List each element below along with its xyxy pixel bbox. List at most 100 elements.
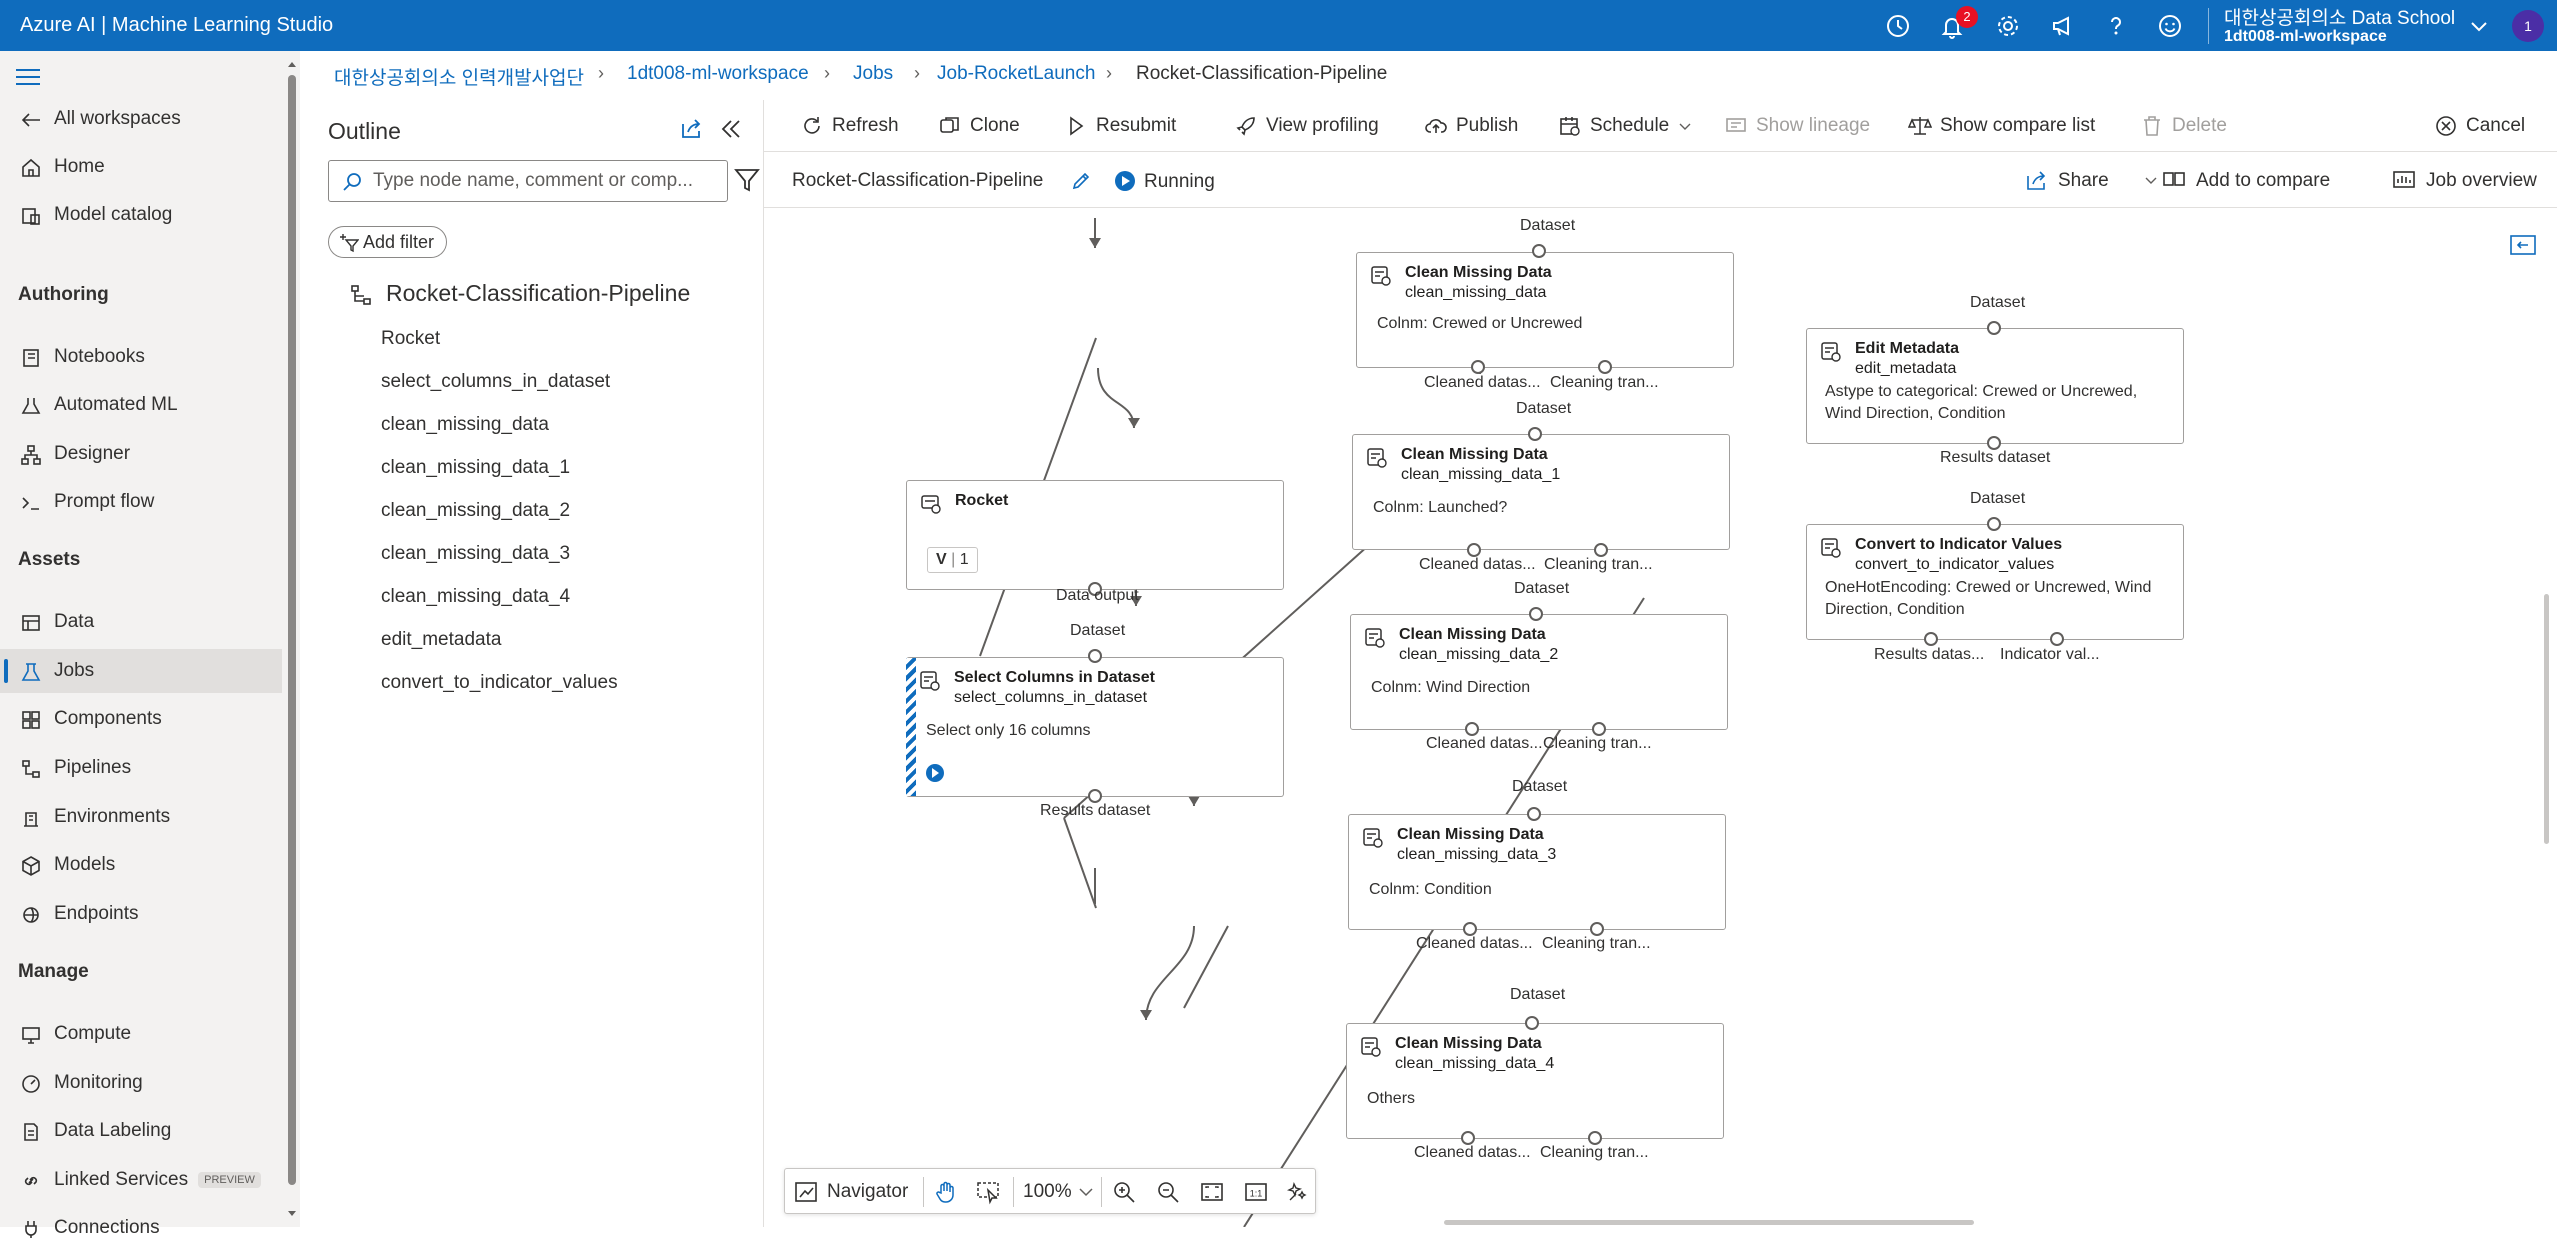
output-port[interactable] xyxy=(1471,360,1485,374)
add-filter-button[interactable]: Add filter xyxy=(328,226,448,258)
nav-data[interactable]: Data xyxy=(0,600,282,644)
nav-models[interactable]: Models xyxy=(0,843,282,887)
actual-size-icon[interactable]: 1:1 xyxy=(1243,1179,1269,1205)
filter-icon[interactable] xyxy=(734,166,760,194)
gear-icon[interactable] xyxy=(1992,10,2024,42)
node-select-columns[interactable]: Select Columns in Dataset select_columns… xyxy=(906,657,1284,797)
nav-connections[interactable]: Connections xyxy=(0,1206,282,1250)
history-icon[interactable] xyxy=(1882,10,1914,42)
input-port[interactable] xyxy=(1987,517,2001,531)
nav-all-workspaces[interactable]: All workspaces xyxy=(0,97,282,141)
outline-node[interactable]: clean_missing_data_1 xyxy=(381,457,571,478)
outline-node[interactable]: clean_missing_data xyxy=(381,414,549,435)
canvas-horizontal-scrollbar[interactable] xyxy=(1444,1220,1974,1225)
nav-jobs[interactable]: Jobs xyxy=(0,649,282,693)
outline-node[interactable]: select_columns_in_dataset xyxy=(381,371,611,392)
node-clean-missing-data-1[interactable]: Clean Missing Data clean_missing_data_1 … xyxy=(1352,434,1730,550)
app-title[interactable]: Azure AI | Machine Learning Studio xyxy=(20,14,334,36)
nav-model-catalog[interactable]: Model catalog xyxy=(0,193,282,237)
breadcrumb-org[interactable]: 대한상공회의소 인력개발사업단 xyxy=(334,68,584,89)
output-port[interactable] xyxy=(1465,722,1479,736)
smiley-icon[interactable] xyxy=(2154,10,2186,42)
input-port[interactable] xyxy=(1527,807,1541,821)
output-port[interactable] xyxy=(1987,436,2001,450)
output-port[interactable] xyxy=(1598,360,1612,374)
input-port[interactable] xyxy=(1088,649,1102,663)
input-port[interactable] xyxy=(1528,427,1542,441)
node-clean-missing-data[interactable]: Clean Missing Data clean_missing_data Co… xyxy=(1356,252,1734,368)
outline-node[interactable]: clean_missing_data_2 xyxy=(381,500,571,521)
output-port[interactable] xyxy=(1461,1131,1475,1145)
nav-pipelines[interactable]: Pipelines xyxy=(0,746,282,790)
input-port[interactable] xyxy=(1525,1016,1539,1030)
nav-scrollbar[interactable] xyxy=(286,59,298,1219)
zoom-in-icon[interactable] xyxy=(1111,1179,1137,1205)
bell-icon[interactable] xyxy=(1936,10,1968,42)
help-icon[interactable] xyxy=(2100,10,2132,42)
breadcrumb-experiment[interactable]: Job-RocketLaunch xyxy=(937,63,1096,84)
fit-to-screen-icon[interactable] xyxy=(1199,1179,1225,1205)
outline-node[interactable]: convert_to_indicator_values xyxy=(381,672,618,693)
nav-compute[interactable]: Compute xyxy=(0,1012,282,1056)
outline-search-input[interactable] xyxy=(373,167,715,195)
output-port[interactable] xyxy=(1588,1131,1602,1145)
breadcrumb-workspace[interactable]: 1dt008-ml-workspace xyxy=(627,63,809,84)
node-clean-missing-data-4[interactable]: Clean Missing Data clean_missing_data_4 … xyxy=(1346,1023,1724,1139)
breadcrumb-jobs[interactable]: Jobs xyxy=(853,63,894,84)
avatar[interactable]: 1 xyxy=(2512,10,2544,42)
account-workspace[interactable]: 1dt008-ml-workspace xyxy=(2224,28,2387,45)
share-icon[interactable] xyxy=(678,116,704,142)
output-port[interactable] xyxy=(1088,582,1102,596)
outline-node[interactable]: Rocket xyxy=(381,328,441,349)
hamburger-icon[interactable] xyxy=(16,68,40,86)
output-port[interactable] xyxy=(1594,543,1608,557)
port-label-output: Cleaned datas... xyxy=(1424,374,1541,391)
output-port[interactable] xyxy=(1592,722,1606,736)
chevron-down-icon[interactable] xyxy=(2466,13,2492,39)
auto-layout-icon[interactable] xyxy=(1285,1179,1311,1205)
outline-node[interactable]: edit_metadata xyxy=(381,629,502,650)
select-pointer-icon[interactable] xyxy=(975,1179,1001,1205)
output-port[interactable] xyxy=(1463,922,1477,936)
node-clean-missing-data-2[interactable]: Clean Missing Data clean_missing_data_2 … xyxy=(1350,614,1728,730)
input-port[interactable] xyxy=(1529,607,1543,621)
nav-notebooks[interactable]: Notebooks xyxy=(0,335,282,379)
zoom-out-icon[interactable] xyxy=(1155,1179,1181,1205)
double-chevron-left-icon[interactable] xyxy=(718,116,744,142)
outline-node[interactable]: clean_missing_data_4 xyxy=(381,586,571,607)
node-rocket-dataset[interactable]: Rocket V | 1 xyxy=(906,480,1284,590)
nav-data-labeling[interactable]: Data Labeling xyxy=(0,1109,282,1153)
node-convert-to-indicator-values[interactable]: Convert to Indicator Values convert_to_i… xyxy=(1806,524,2184,640)
output-port[interactable] xyxy=(2050,632,2064,646)
navigator-label[interactable]: Navigator xyxy=(827,1181,909,1202)
canvas-vertical-scrollbar[interactable] xyxy=(2544,594,2549,844)
nav-automated-ml[interactable]: Automated ML xyxy=(0,383,282,427)
nav-designer[interactable]: Designer xyxy=(0,432,282,476)
nav-prompt-flow[interactable]: Prompt flow xyxy=(0,480,282,524)
nav-environments[interactable]: Environments xyxy=(0,795,282,839)
node-clean-missing-data-3[interactable]: Clean Missing Data clean_missing_data_3 … xyxy=(1348,814,1726,930)
input-port[interactable] xyxy=(1532,244,1546,258)
node-edit-metadata[interactable]: Edit Metadata edit_metadata Astype to ca… xyxy=(1806,328,2184,444)
output-port[interactable] xyxy=(1590,922,1604,936)
zoom-level[interactable]: 100% xyxy=(1023,1181,1072,1202)
nav-endpoints[interactable]: Endpoints xyxy=(0,892,282,936)
output-port[interactable] xyxy=(1088,789,1102,803)
panel-toggle-icon[interactable] xyxy=(2510,234,2536,256)
pipeline-canvas[interactable]: Dataset Clean Missing Data clean_missing… xyxy=(764,208,2557,1227)
nav-scrollbar-thumb[interactable] xyxy=(288,75,296,1185)
output-port[interactable] xyxy=(1924,632,1938,646)
navigator-icon[interactable] xyxy=(793,1179,819,1205)
output-port[interactable] xyxy=(1467,543,1481,557)
pencil-icon[interactable] xyxy=(1070,170,1092,192)
nav-home[interactable]: Home xyxy=(0,145,282,189)
nav-components[interactable]: Components xyxy=(0,697,282,741)
outline-node[interactable]: clean_missing_data_3 xyxy=(381,543,571,564)
account-org[interactable]: 대한상공회의소 Data School xyxy=(2224,8,2456,29)
hand-pan-icon[interactable] xyxy=(933,1179,959,1205)
input-port[interactable] xyxy=(1987,321,2001,335)
megaphone-icon[interactable] xyxy=(2046,10,2078,42)
nav-monitoring[interactable]: Monitoring xyxy=(0,1061,282,1105)
chevron-down-icon[interactable] xyxy=(1077,1179,1095,1205)
